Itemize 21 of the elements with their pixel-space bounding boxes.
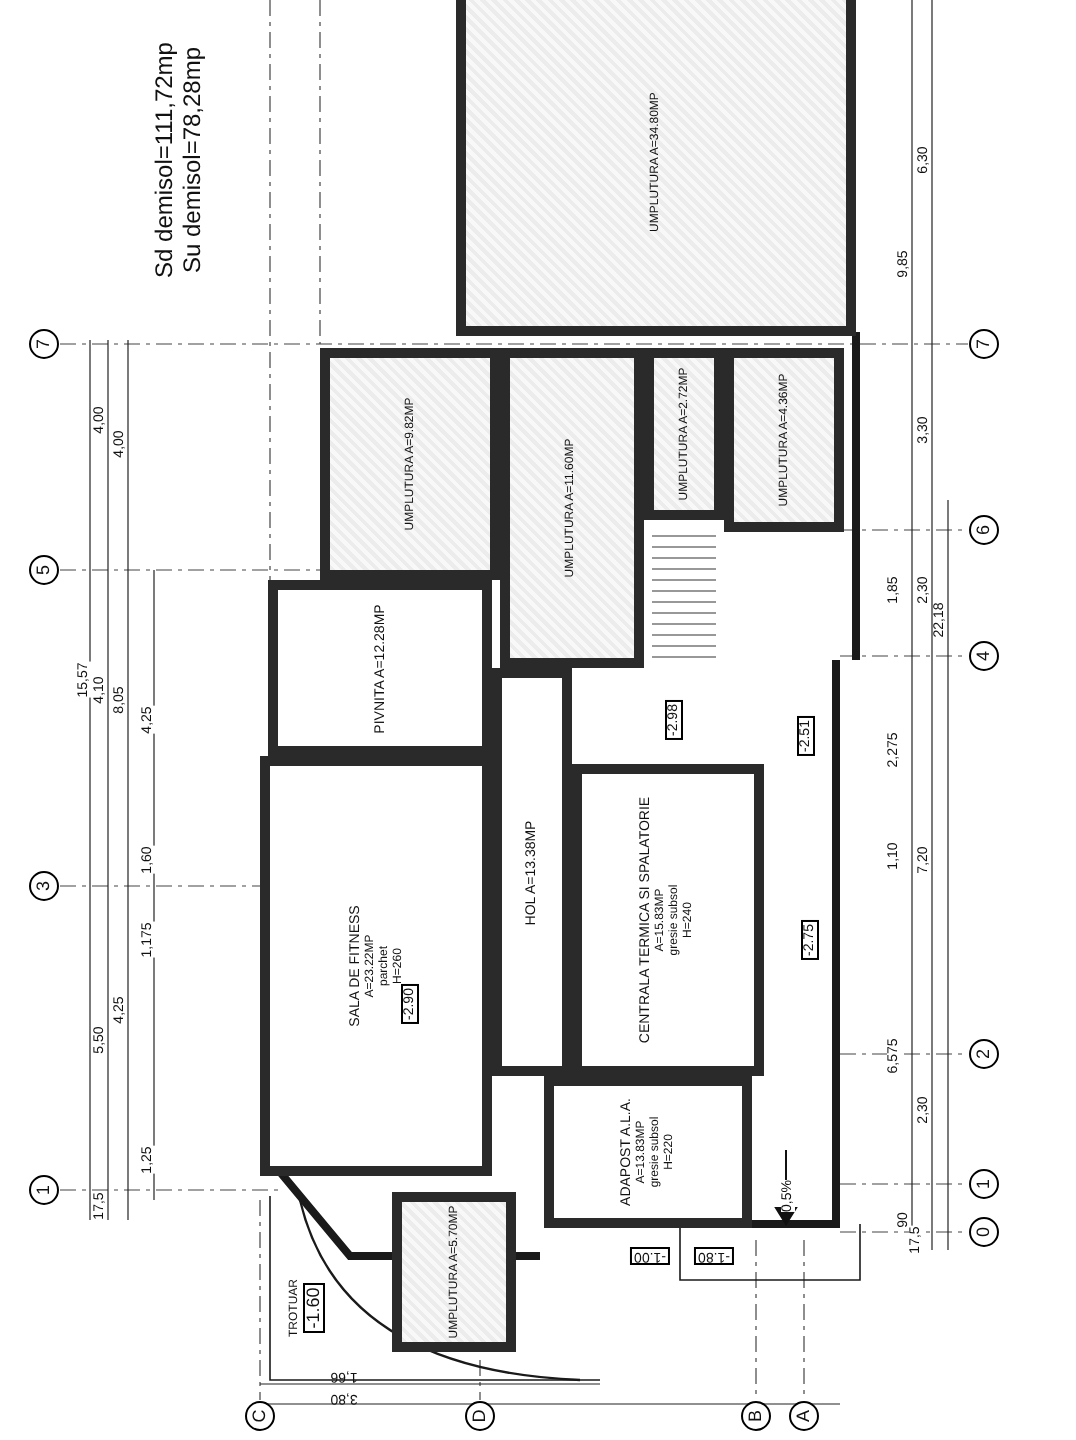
axis-marker: 1 [29, 1175, 59, 1205]
axis-marker: A [789, 1401, 819, 1431]
axis-marker: 7 [29, 329, 59, 359]
axis-marker: 6 [969, 515, 999, 545]
axis-marker: B [741, 1401, 771, 1431]
axis-marker: 2 [969, 1039, 999, 1069]
axis-marker: D [465, 1401, 495, 1431]
axis-marker: 5 [29, 555, 59, 585]
fill-area [724, 348, 844, 532]
area-note: Su demisol=78,28mp [180, 46, 204, 274]
axis-marker: 0 [969, 1217, 999, 1247]
axis-marker: 4 [969, 641, 999, 671]
axis-marker: 7 [969, 329, 999, 359]
room [544, 1076, 752, 1228]
axis-marker: 1 [969, 1169, 999, 1199]
area-note: Sd demisol=111,72mp [152, 42, 176, 278]
axis-marker: C [245, 1401, 275, 1431]
fill-area [456, 0, 856, 336]
axis-marker: 3 [29, 871, 59, 901]
room-note: -1.60 [302, 1283, 324, 1333]
fill-area [392, 1192, 516, 1352]
